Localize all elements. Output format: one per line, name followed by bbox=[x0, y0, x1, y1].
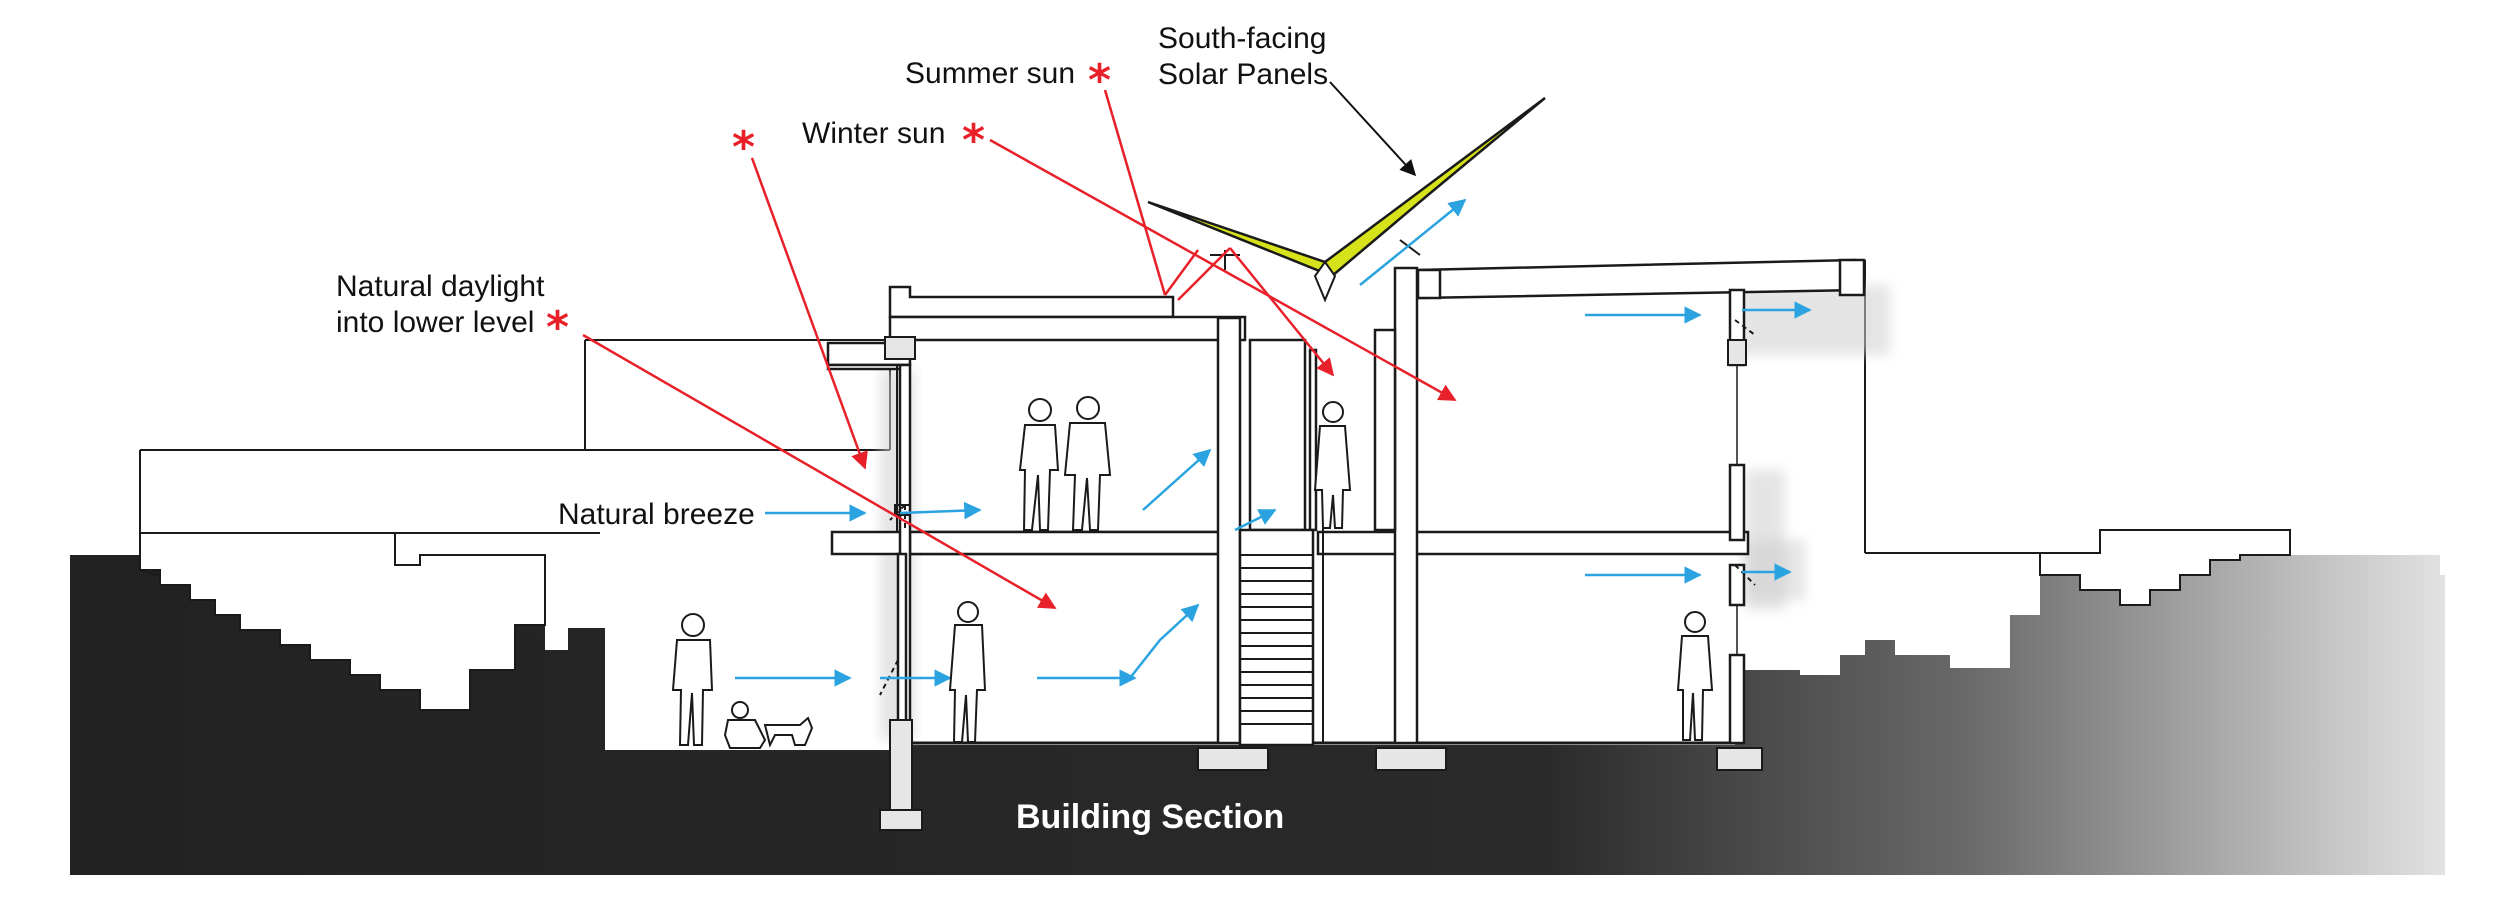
footing-2 bbox=[1197, 747, 1269, 771]
winter-sun-label: Winter sun bbox=[802, 117, 945, 150]
person-upper-3 bbox=[1313, 401, 1352, 529]
stair bbox=[1238, 505, 1324, 747]
summer-sun-icon: * bbox=[1088, 55, 1111, 106]
footing-4 bbox=[1716, 747, 1763, 771]
footing-3 bbox=[1375, 747, 1447, 771]
ground bbox=[70, 555, 2445, 875]
daylight-label-line1: Natural daylight bbox=[336, 270, 545, 303]
solar-panels-label-line2: Solar Panels bbox=[1158, 58, 1328, 91]
person-lower-2 bbox=[948, 601, 987, 743]
sun-markers: * * * * bbox=[546, 55, 1111, 353]
solar-panels bbox=[1147, 96, 1546, 278]
person-upper-2 bbox=[1063, 396, 1112, 531]
person-lower-3 bbox=[1676, 611, 1714, 741]
leader-arrows bbox=[1329, 81, 1417, 177]
people bbox=[671, 396, 1714, 749]
building bbox=[826, 258, 1866, 831]
column-2 bbox=[1393, 266, 1419, 745]
natural-daylight-icon: * bbox=[546, 302, 569, 353]
daylight-sun-icon: * bbox=[732, 122, 755, 173]
right-roof-slab bbox=[1416, 258, 1862, 300]
upper-floor-slab-right bbox=[1316, 530, 1750, 556]
daylight-label-line2: into lower level bbox=[336, 306, 534, 339]
natural-breeze-label: Natural breeze bbox=[558, 498, 755, 531]
background-outlines bbox=[139, 260, 2290, 554]
sun-rays bbox=[582, 89, 1457, 610]
person-upper-1 bbox=[1018, 398, 1060, 531]
left-roof-slab bbox=[888, 285, 1175, 319]
solar-panels-label-line1: South-facing bbox=[1158, 22, 1326, 55]
person-child bbox=[723, 701, 814, 749]
breeze-arrows bbox=[735, 198, 1812, 687]
building-section-title: Building Section bbox=[1016, 798, 1284, 836]
summer-sun-label: Summer sun bbox=[905, 57, 1075, 90]
footing-1 bbox=[889, 719, 913, 811]
person-lower-1 bbox=[671, 613, 714, 746]
winter-sun-icon: * bbox=[962, 115, 985, 166]
